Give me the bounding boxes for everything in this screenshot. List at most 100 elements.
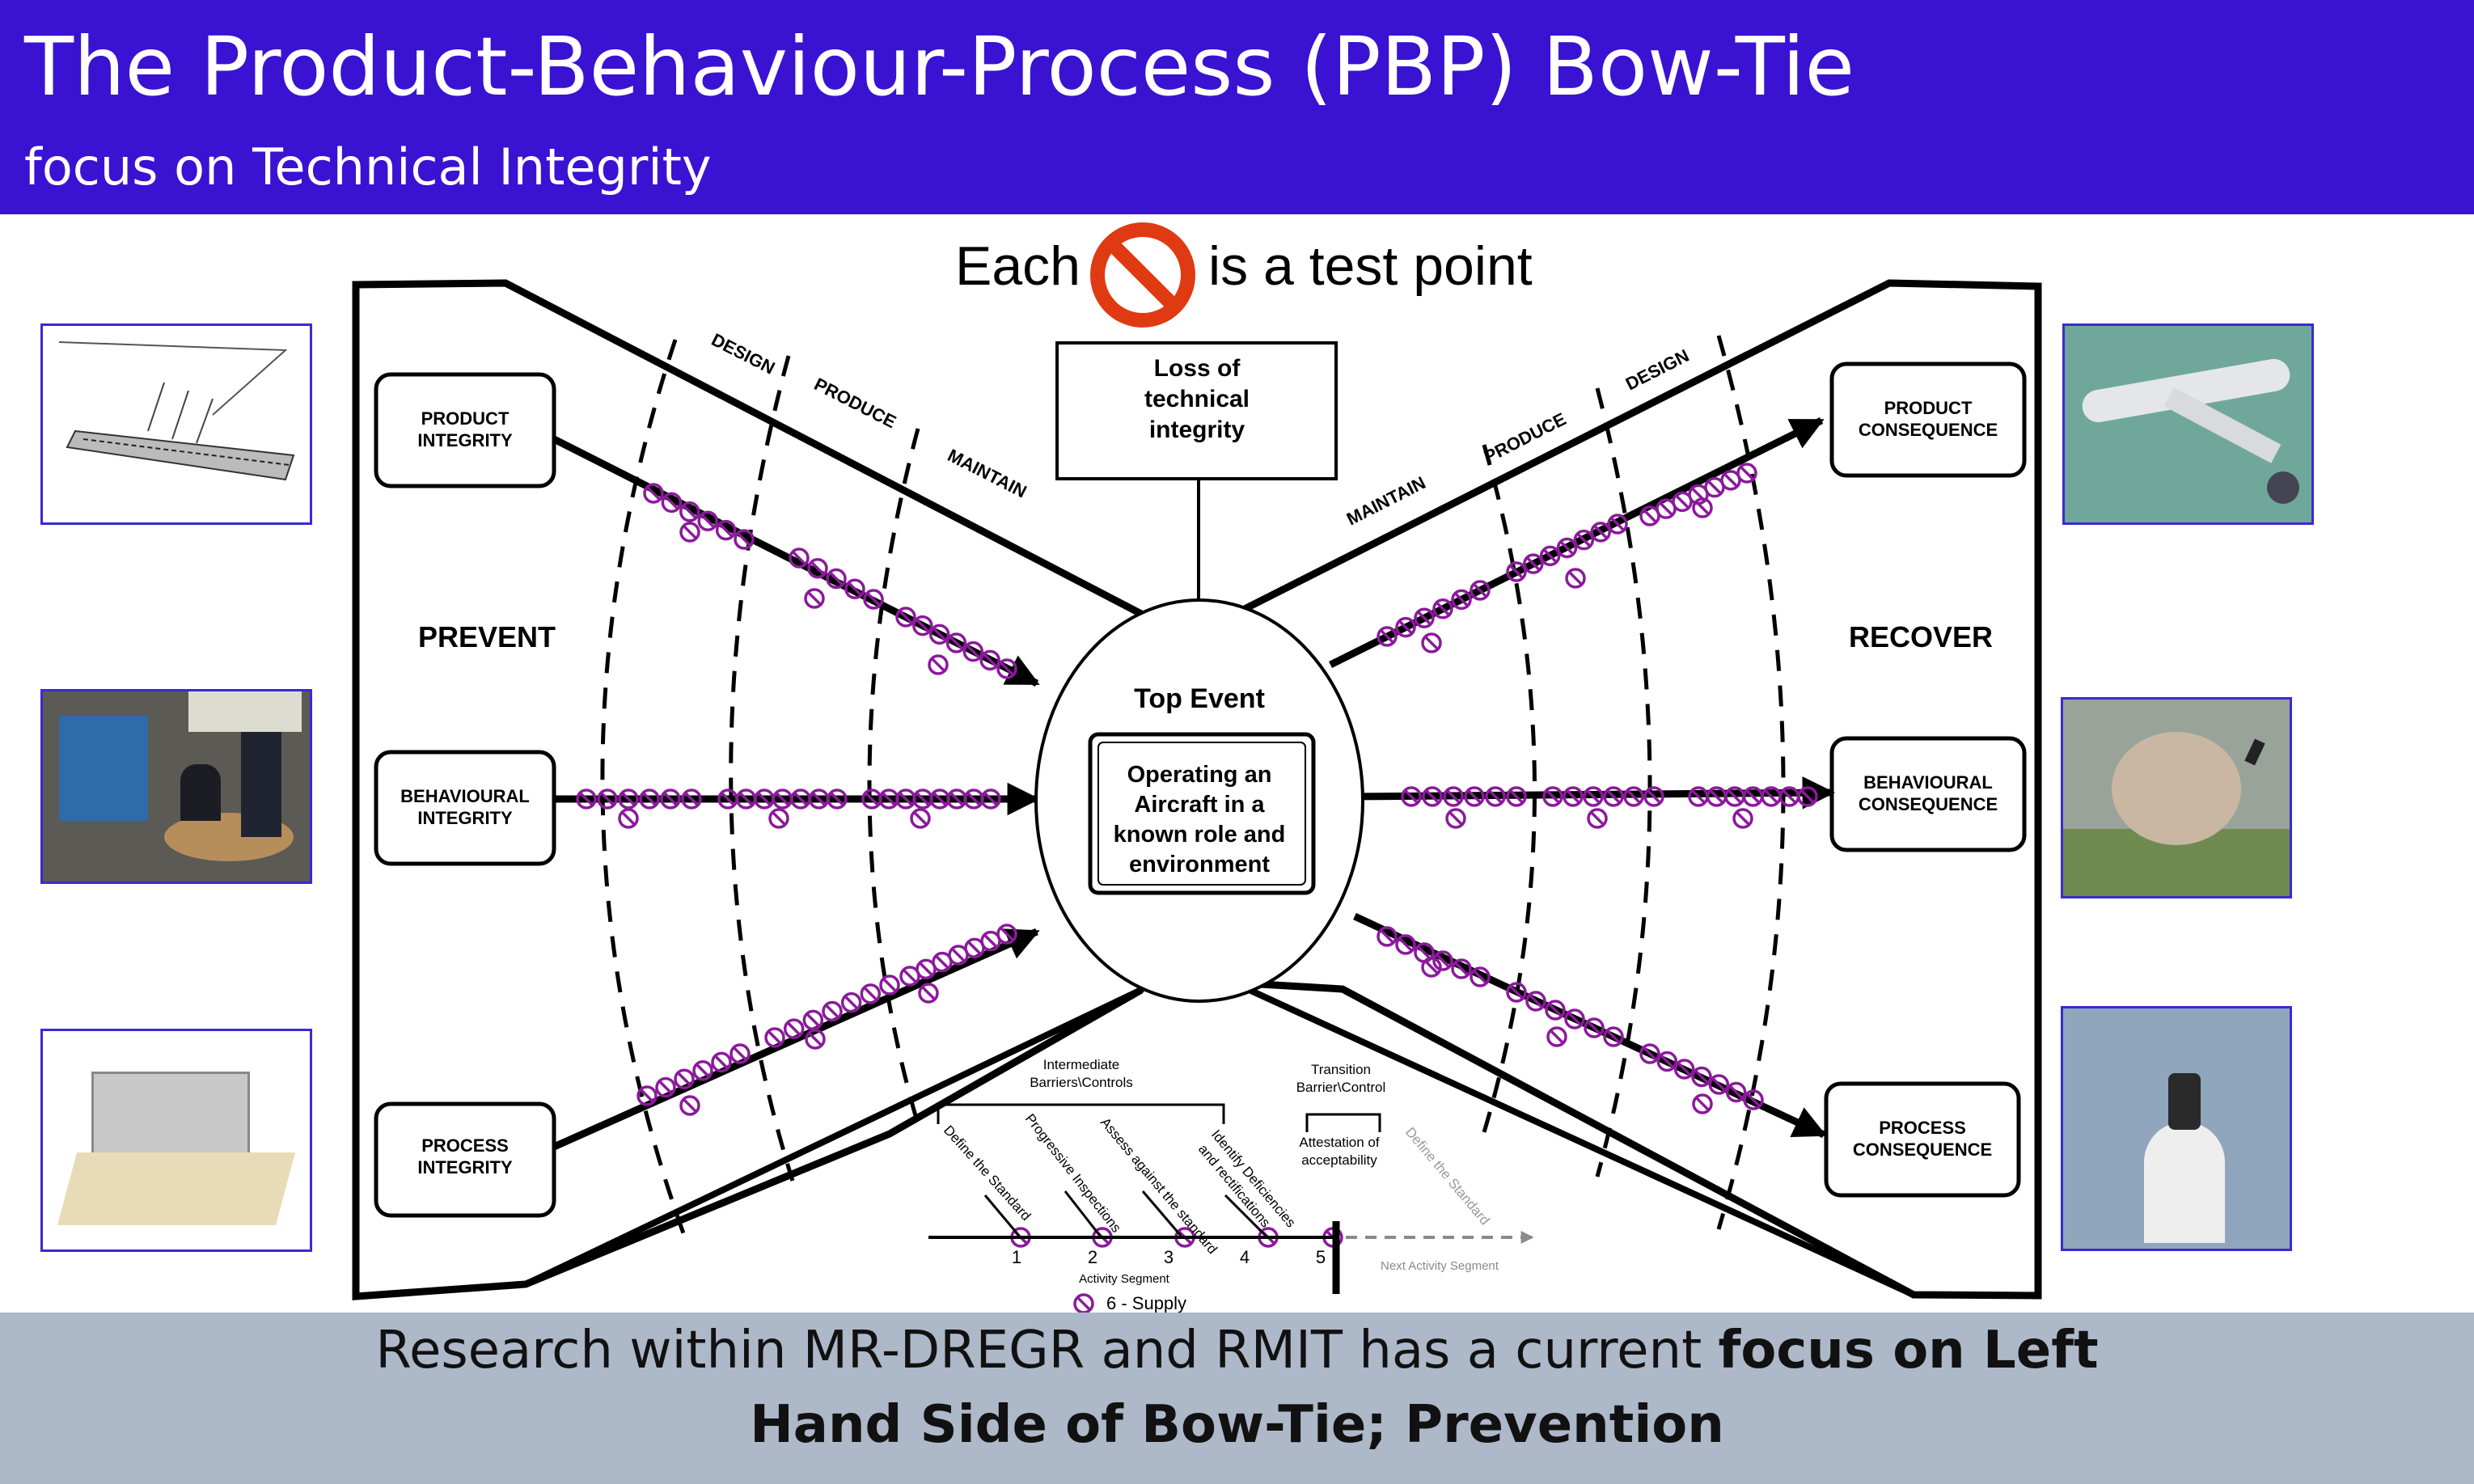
left-barrier-maintain — [867, 428, 920, 1125]
test-point-slash — [899, 610, 913, 624]
test-point-slash — [916, 792, 930, 806]
test-point-icon — [1377, 626, 1398, 647]
test-point-slash — [1694, 1069, 1709, 1084]
test-point-slash — [931, 657, 945, 672]
page-title: The Product-Behaviour-Process (PBP) Bow-… — [24, 19, 1855, 114]
svg-text:PROCESS: PROCESS — [421, 1135, 509, 1156]
test-point-icon — [827, 789, 848, 810]
test-point-slash — [1626, 789, 1641, 804]
test-point-icon — [1506, 561, 1527, 582]
test-point-icon — [734, 529, 755, 550]
test-point-icon — [1539, 545, 1561, 567]
test-point-icon — [962, 641, 984, 662]
test-point-icon — [1639, 1043, 1660, 1064]
svg-text:6 - Supply: 6 - Supply — [1106, 1293, 1186, 1313]
test-point-icon — [1623, 786, 1644, 807]
footer-banner — [0, 1313, 2474, 1484]
svg-text:PRODUCT: PRODUCT — [1884, 398, 1973, 418]
test-point-slash — [1643, 1046, 1657, 1061]
test-point-slash — [844, 995, 859, 1010]
test-point-slash — [1542, 548, 1558, 564]
threat-box-behavioural: BEHAVIOURAL INTEGRITY — [374, 750, 556, 866]
test-point-slash — [1659, 501, 1673, 517]
test-point-icon — [1607, 514, 1628, 535]
test-point-icon — [1692, 497, 1713, 518]
test-point-icon — [945, 632, 967, 653]
svg-text:CONSEQUENCE: CONSEQUENCE — [1859, 794, 1998, 814]
test-point-icon — [1656, 1051, 1678, 1072]
test-point-slash — [1417, 611, 1432, 626]
test-point-icon — [1470, 966, 1491, 987]
ditched-aircraft-image — [2062, 323, 2314, 525]
test-point-icon — [618, 789, 639, 810]
test-point-icon — [783, 1018, 805, 1039]
svg-text:Operating an: Operating an — [1127, 762, 1272, 788]
test-point-icon — [730, 1043, 751, 1064]
left-stage-produce: PRODUCE — [811, 374, 899, 432]
test-point-slash — [933, 792, 947, 806]
test-point-slash — [882, 978, 897, 992]
test-point-icon — [840, 991, 862, 1013]
test-point-icon — [1395, 934, 1416, 955]
test-point-icon — [1401, 786, 1422, 807]
test-point-slash — [1746, 1093, 1761, 1107]
test-point-icon — [1395, 616, 1416, 638]
test-point-slash — [1568, 571, 1583, 586]
test-point-icon — [860, 983, 882, 1004]
svg-text:INTEGRITY: INTEGRITY — [417, 1157, 513, 1177]
test-point-icon — [1506, 982, 1527, 1003]
test-point-icon — [979, 649, 1000, 671]
test-points — [576, 463, 1818, 1314]
ejection-seat-image — [2061, 1006, 2292, 1251]
test-point-icon — [1523, 553, 1544, 574]
consequence-box-process: PROCESS CONSEQUENCE — [1824, 1081, 2021, 1198]
page-subtitle: focus on Technical Integrity — [24, 137, 712, 197]
svg-text:5: 5 — [1316, 1247, 1326, 1267]
threat-box-process: PROCESS INTEGRITY — [374, 1101, 556, 1218]
test-point-slash — [1454, 592, 1469, 607]
svg-text:Barrier\Control: Barrier\Control — [1296, 1080, 1386, 1095]
svg-text:4: 4 — [1240, 1247, 1250, 1267]
header-banner — [0, 0, 2474, 214]
test-point-slash — [829, 571, 844, 586]
test-point-slash — [1695, 1097, 1710, 1111]
consequence-arrow-process — [1353, 912, 1827, 1139]
test-point-slash — [1745, 789, 1761, 804]
test-point-slash — [935, 954, 949, 970]
test-point-icon — [618, 808, 639, 829]
hazard-box: Loss of technical integrity — [1055, 341, 1338, 480]
svg-text:Define the Standard: Define the Standard — [1402, 1124, 1493, 1228]
top-event-title: Top Event — [1134, 683, 1265, 714]
test-point-icon — [679, 1095, 700, 1116]
test-point-icon — [826, 568, 847, 590]
test-point-slash — [683, 1098, 697, 1113]
test-point-slash — [1467, 789, 1482, 804]
threat-box-product: PRODUCT INTEGRITY — [374, 372, 556, 488]
test-point-slash — [1593, 524, 1609, 539]
test-point-slash — [1606, 1029, 1621, 1044]
test-point-slash — [808, 1032, 823, 1046]
test-point-icon — [996, 924, 1017, 945]
test-point-slash — [1736, 811, 1750, 826]
test-point-slash — [951, 948, 966, 962]
test-point-icon — [1470, 580, 1491, 601]
test-point-icon — [844, 578, 865, 599]
test-point-icon — [660, 789, 681, 810]
test-point-slash — [983, 933, 998, 949]
test-point-icon — [1643, 786, 1664, 807]
test-point-icon — [980, 789, 1001, 810]
threat-arrow-process — [552, 928, 1040, 1151]
right-lower-edge — [1232, 979, 1915, 1298]
test-point-icon — [1545, 1000, 1566, 1021]
svg-text:2: 2 — [1088, 1247, 1097, 1267]
test-point-icon — [1692, 1093, 1713, 1114]
test-point-slash — [1590, 811, 1605, 826]
test-point-slash — [1660, 1054, 1675, 1069]
test-point-slash — [1000, 927, 1014, 941]
test-point-slash — [1576, 532, 1592, 548]
test-point-slash — [786, 1021, 801, 1037]
consequence-box-product: PRODUCT CONSEQUENCE — [1829, 361, 2027, 478]
test-point-slash — [1436, 601, 1450, 616]
test-point-slash — [737, 532, 751, 547]
test-point-icon — [674, 1068, 695, 1089]
